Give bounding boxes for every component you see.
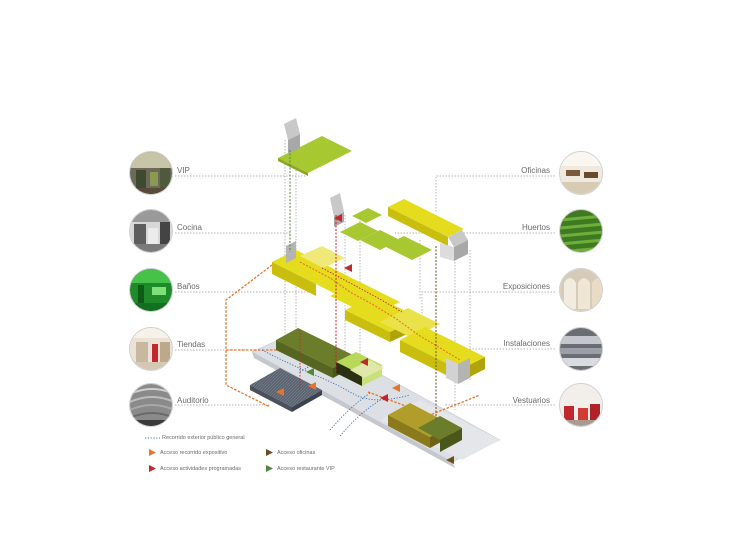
tiendas-photo bbox=[129, 327, 173, 371]
auditorio-photo bbox=[129, 383, 173, 427]
legend-acceso-oficinas: Acceso oficinas bbox=[277, 450, 316, 456]
vertical-access-lines bbox=[289, 150, 437, 420]
leader-vip bbox=[175, 148, 306, 177]
exposicion-volume bbox=[272, 241, 485, 384]
legend-acceso-expositivo: Acceso recorrido expositivo bbox=[160, 450, 228, 456]
banos-photo bbox=[129, 268, 173, 312]
oficinas-photo bbox=[559, 151, 603, 195]
label-oficinas: Oficinas bbox=[521, 166, 550, 175]
leader-oficinas bbox=[435, 175, 555, 212]
label-huertos: Huertos bbox=[521, 223, 550, 232]
legend-acceso-restaurante: Acceso restaurante VIP bbox=[277, 466, 335, 472]
exposiciones-photo bbox=[559, 268, 603, 312]
label-tiendas: Tiendas bbox=[177, 340, 206, 349]
tiendas-volume bbox=[276, 328, 384, 386]
label-cocina: Cocina bbox=[177, 223, 202, 232]
legend-recorrido-exterior: Recorrido exterior público general bbox=[162, 435, 245, 441]
label-vip: VIP bbox=[177, 166, 190, 175]
label-banos: Baños bbox=[177, 282, 200, 291]
label-exposiciones: Exposiciones bbox=[502, 282, 550, 291]
access-markers bbox=[276, 214, 454, 464]
label-instalaciones: Instalaciones bbox=[503, 339, 550, 348]
leader-cocina bbox=[175, 232, 291, 250]
label-auditorio: Auditorio bbox=[177, 396, 209, 405]
vestuarios-photo bbox=[559, 383, 603, 427]
oficinas-volume bbox=[388, 199, 468, 261]
leader-exposiciones bbox=[421, 291, 555, 352]
cocina-photo bbox=[129, 209, 173, 253]
legend-markers bbox=[145, 437, 273, 472]
vip-photo bbox=[129, 151, 173, 195]
vip-volume bbox=[278, 118, 352, 176]
auditorio-volume bbox=[250, 368, 322, 412]
huertos-volume bbox=[330, 193, 432, 260]
vestuarios-volume bbox=[388, 403, 462, 452]
label-vestuarios: Vestuarios bbox=[512, 396, 550, 405]
legend-acceso-actividades: Acceso actividades programadas bbox=[160, 466, 242, 472]
huertos-photo bbox=[559, 209, 603, 253]
instalaciones-photo bbox=[559, 327, 603, 371]
